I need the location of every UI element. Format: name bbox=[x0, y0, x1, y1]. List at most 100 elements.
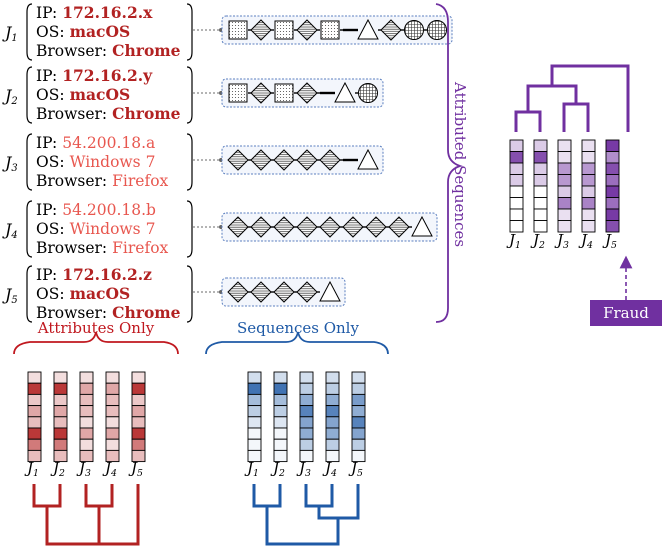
heatmap-cell bbox=[53, 371, 68, 384]
job-label: J2 bbox=[50, 459, 65, 479]
heatmap-cell bbox=[105, 371, 120, 384]
heatmap-cell bbox=[105, 427, 120, 440]
attribute-key: Browser: bbox=[36, 105, 107, 123]
attributes-only-group: Attributes Only bbox=[13, 319, 179, 355]
heatmap-column: J3 bbox=[554, 139, 572, 251]
heatmap-cell bbox=[299, 405, 314, 418]
dendrogram-branch bbox=[562, 102, 590, 132]
browser-row: Browser:Chrome bbox=[36, 303, 181, 322]
dendrogram-branch bbox=[304, 484, 334, 508]
sequence-panel bbox=[221, 212, 438, 242]
attribute-bracket bbox=[26, 265, 193, 323]
attribute-bracket bbox=[26, 200, 193, 258]
heatmap-cell bbox=[533, 174, 548, 187]
attribute-value: Windows 7 bbox=[70, 220, 156, 238]
ip-row: IP:172.16.2.z bbox=[36, 265, 152, 284]
heatmap-cell bbox=[247, 427, 262, 440]
sequences-only-label: Sequences Only bbox=[237, 319, 359, 337]
heatmap-cell bbox=[27, 382, 42, 395]
heatmap-cell bbox=[105, 438, 120, 451]
sequences-only-brace bbox=[205, 331, 389, 355]
attributed-brace bbox=[435, 3, 463, 323]
attribute-value: macOS bbox=[70, 85, 131, 104]
event-diamond bbox=[296, 216, 318, 238]
event-diamond bbox=[365, 216, 387, 238]
heatmap-cell bbox=[533, 162, 548, 175]
heatmap-cell bbox=[325, 382, 340, 395]
heatmap-cell bbox=[27, 405, 42, 418]
job-list: J1IP:172.16.2.xOS:macOSBrowser:ChromeJ2I… bbox=[2, 3, 453, 323]
job-label: J1 bbox=[506, 231, 521, 251]
heatmap-column: J5 bbox=[128, 371, 146, 479]
os-row: OS:macOS bbox=[36, 85, 130, 104]
heatmap-cell bbox=[27, 438, 42, 451]
attribute-value: Chrome bbox=[112, 303, 181, 322]
heatmap-cell bbox=[581, 197, 596, 210]
heatmap-cell bbox=[247, 438, 262, 451]
heatmap-cell bbox=[79, 382, 94, 395]
job-label: J4 bbox=[578, 231, 593, 251]
event-square bbox=[228, 83, 248, 103]
heatmap-cell bbox=[299, 438, 314, 451]
heatmap-cell bbox=[273, 371, 288, 384]
attribute-key: OS: bbox=[36, 220, 65, 238]
event-diamond bbox=[250, 82, 272, 104]
dendrogram-branch bbox=[317, 484, 360, 520]
heatmap-cell bbox=[581, 185, 596, 198]
heatmap-cell bbox=[27, 427, 42, 440]
sequence-panel bbox=[221, 15, 453, 45]
heatmap-cell bbox=[509, 162, 524, 175]
heatmap-cell bbox=[79, 405, 94, 418]
event-circle bbox=[427, 20, 447, 40]
heatmap-cell bbox=[79, 371, 94, 384]
heatmap-cell bbox=[509, 139, 524, 152]
attribute-value: 172.16.2.y bbox=[62, 66, 153, 85]
attribute-value: Windows 7 bbox=[70, 153, 156, 171]
heatmap-cell bbox=[509, 151, 524, 164]
job-label: J3 bbox=[296, 459, 311, 479]
event-diamond bbox=[319, 216, 341, 238]
sequence-panel bbox=[221, 145, 384, 175]
heatmap-cell bbox=[509, 208, 524, 221]
dendrogram-branch bbox=[252, 484, 282, 508]
heatmap-cell bbox=[605, 162, 620, 175]
job-label: J1 bbox=[244, 459, 259, 479]
attributes-only-label: Attributes Only bbox=[37, 319, 155, 337]
job-label: J3 bbox=[2, 153, 18, 174]
os-row: OS:macOS bbox=[36, 22, 130, 41]
heatmap-cell bbox=[53, 382, 68, 395]
heatmap-cell bbox=[581, 174, 596, 187]
heatmap-cell bbox=[557, 185, 572, 198]
heatmap-cell bbox=[581, 151, 596, 164]
job-label: J5 bbox=[602, 231, 617, 251]
heatmap-cell bbox=[273, 427, 288, 440]
heatmap-cell bbox=[53, 416, 68, 429]
event-triangle bbox=[357, 148, 379, 170]
heatmap-cell bbox=[247, 416, 262, 429]
heatmap-cell bbox=[605, 220, 620, 233]
event-diamond bbox=[319, 149, 341, 171]
heatmap-cell bbox=[325, 416, 340, 429]
job-label: J1 bbox=[24, 459, 39, 479]
heatmap-cell bbox=[605, 197, 620, 210]
heatmap-cell bbox=[581, 220, 596, 233]
ip-row: IP:172.16.2.y bbox=[36, 66, 153, 85]
attribute-value: Chrome bbox=[112, 104, 181, 123]
job-label: J3 bbox=[554, 231, 569, 251]
heatmap-cell bbox=[247, 449, 262, 463]
heatmap-cell bbox=[557, 220, 572, 233]
heatmap-cell bbox=[53, 449, 68, 463]
heatmap-cell bbox=[299, 382, 314, 395]
heatmap-column: J2 bbox=[50, 371, 68, 479]
heatmap-cell bbox=[273, 405, 288, 418]
heatmap-cell bbox=[53, 427, 68, 440]
heatmap-cell bbox=[131, 371, 146, 384]
heatmap-cell bbox=[131, 393, 146, 407]
heatmap-cell bbox=[509, 220, 524, 233]
heatmap-cell bbox=[351, 449, 366, 463]
heatmap-cell bbox=[53, 405, 68, 418]
